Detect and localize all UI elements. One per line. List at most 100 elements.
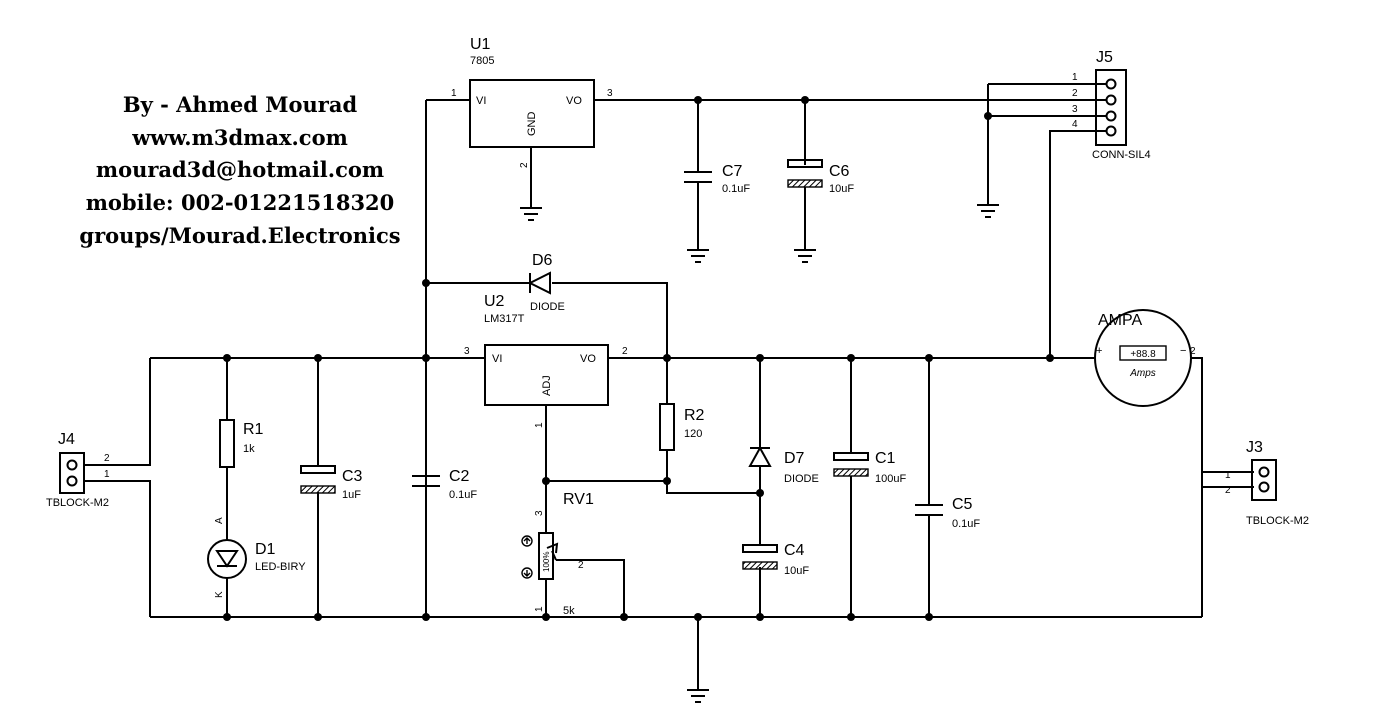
u1-pin-out: 3 (607, 88, 613, 99)
resistor-r1[interactable]: R1 1k (219, 419, 264, 468)
credit-group: groups/Mourad.Electronics (79, 223, 400, 248)
c1-ref: C1 (875, 450, 896, 467)
c7-value: 0.1uF (722, 183, 750, 195)
r2-ref: R2 (684, 407, 705, 424)
r1-ref: R1 (243, 421, 264, 438)
ammeter-reading: +88.8 (1130, 349, 1156, 360)
rv1-value: 5k (563, 605, 575, 617)
c4-plate-bottom (742, 561, 778, 570)
u2-regulator[interactable]: U2 LM317T VI VO ADJ 3 2 1 (464, 293, 628, 428)
j4-pin-hole (66, 459, 78, 471)
u2-pin-in: 3 (464, 346, 470, 357)
d7-triangle (748, 445, 772, 467)
d1-body (207, 539, 247, 579)
d6-triangle (527, 271, 551, 295)
diode-d6[interactable]: D6 DIODE (527, 252, 565, 313)
j5-pin-hole (1105, 110, 1117, 122)
junction (422, 354, 430, 362)
d7-value: DIODE (784, 473, 819, 485)
j3-pin-hole (1258, 481, 1270, 493)
r2-value: 120 (684, 428, 702, 440)
d6-ref: D6 (532, 252, 553, 269)
junction (542, 477, 550, 485)
u1-pin-gnd: 2 (519, 162, 530, 168)
rv1-increase-icon[interactable] (521, 535, 533, 547)
capacitor-c7[interactable]: C7 0.1uF (684, 163, 750, 195)
connector-j5[interactable]: J5 CONN-SIL4 1 2 3 4 (1072, 49, 1151, 161)
j4-ref: J4 (58, 431, 75, 448)
c6-plate-bottom (787, 179, 823, 188)
ground-icon (520, 207, 542, 221)
u2-ref: U2 (484, 293, 505, 310)
u2-body (484, 344, 609, 406)
c6-value: 10uF (829, 183, 854, 195)
capacitor-c4[interactable]: C4 10uF (742, 542, 809, 577)
ground-icon (687, 689, 709, 703)
j5-value: CONN-SIL4 (1092, 149, 1151, 161)
d1-triangle (215, 550, 239, 568)
c2-ref: C2 (449, 468, 470, 485)
junction (984, 112, 992, 120)
credit-author: By - Ahmed Mourad (123, 92, 358, 117)
connector-j4[interactable]: J4 TBLOCK-M2 2 1 (46, 431, 110, 509)
diode-d7[interactable]: D7 DIODE (748, 445, 819, 485)
capacitor-c1[interactable]: C1 100uF (833, 450, 906, 485)
potentiometer-rv1[interactable]: 100% RV1 5k 3 2 1 (521, 491, 594, 617)
u1-regulator[interactable]: U1 7805 VI VO GND 1 3 2 (451, 36, 613, 168)
junction (542, 613, 550, 621)
junction (314, 613, 322, 621)
j4-body (59, 452, 85, 494)
j5-pin-label: 1 (1072, 72, 1078, 83)
c4-plate-top (742, 544, 778, 553)
junction (663, 354, 671, 362)
wire-j4-pin1 (84, 480, 151, 617)
j3-pin-hole (1258, 466, 1270, 478)
c6-plate-top (787, 159, 823, 168)
junction (756, 489, 764, 497)
ground-symbols (520, 204, 999, 703)
rv1-pin-top: 3 (534, 510, 545, 516)
u1-pin-in: 1 (451, 88, 457, 99)
d7-ref: D7 (784, 450, 805, 467)
rv1-decrease-icon[interactable] (521, 567, 533, 579)
ammeter-pin: 2 (1190, 346, 1196, 357)
capacitor-c3[interactable]: C3 1uF (300, 465, 363, 501)
j4-value: TBLOCK-M2 (46, 497, 109, 509)
junction (925, 613, 933, 621)
capacitor-c5[interactable]: C5 0.1uF (915, 496, 980, 530)
ammeter-ref: AMPA (1098, 312, 1142, 329)
ground-icon (687, 249, 709, 263)
junctions (223, 96, 1054, 621)
c1-plate-bottom (833, 468, 869, 477)
j4-pin-hole (66, 475, 78, 487)
r1-value: 1k (243, 443, 255, 455)
junction (801, 96, 809, 104)
connector-j3[interactable]: J3 TBLOCK-M2 1 2 (1225, 439, 1309, 527)
j5-body (1095, 69, 1127, 146)
u2-pin-out: 2 (622, 346, 628, 357)
c3-plate-top (300, 465, 336, 474)
junction (223, 354, 231, 362)
d1-value: LED-BIRY (255, 561, 306, 573)
rv1-wiper (551, 550, 557, 561)
credits-block: By - Ahmed Mourad www.m3dmax.com mourad3… (79, 92, 400, 248)
junction (1046, 354, 1054, 362)
ammeter-plus: + (1096, 345, 1102, 357)
j5-pin-label: 2 (1072, 88, 1078, 99)
capacitor-c2[interactable]: C2 0.1uF (412, 468, 477, 501)
wire-rv1-wiper (556, 559, 625, 617)
rv1-body (538, 532, 554, 580)
u2-adj-label: ADJ (541, 375, 553, 396)
junction (756, 613, 764, 621)
j5-pin-hole (1105, 125, 1117, 137)
rv1-arrow (546, 542, 559, 554)
capacitor-c6[interactable]: C6 10uF (787, 159, 854, 195)
rv1-pin-wiper: 2 (578, 560, 584, 571)
c2-value: 0.1uF (449, 489, 477, 501)
ammeter-ampa[interactable]: +88.8 Amps AMPA + − 2 (1094, 309, 1196, 407)
junction (314, 354, 322, 362)
led-d1[interactable]: D1 LED-BIRY A K (207, 517, 306, 598)
u2-pin-adj: 1 (534, 422, 545, 428)
u2-value: LM317T (484, 313, 525, 325)
resistor-r2[interactable]: R2 120 (659, 403, 705, 451)
